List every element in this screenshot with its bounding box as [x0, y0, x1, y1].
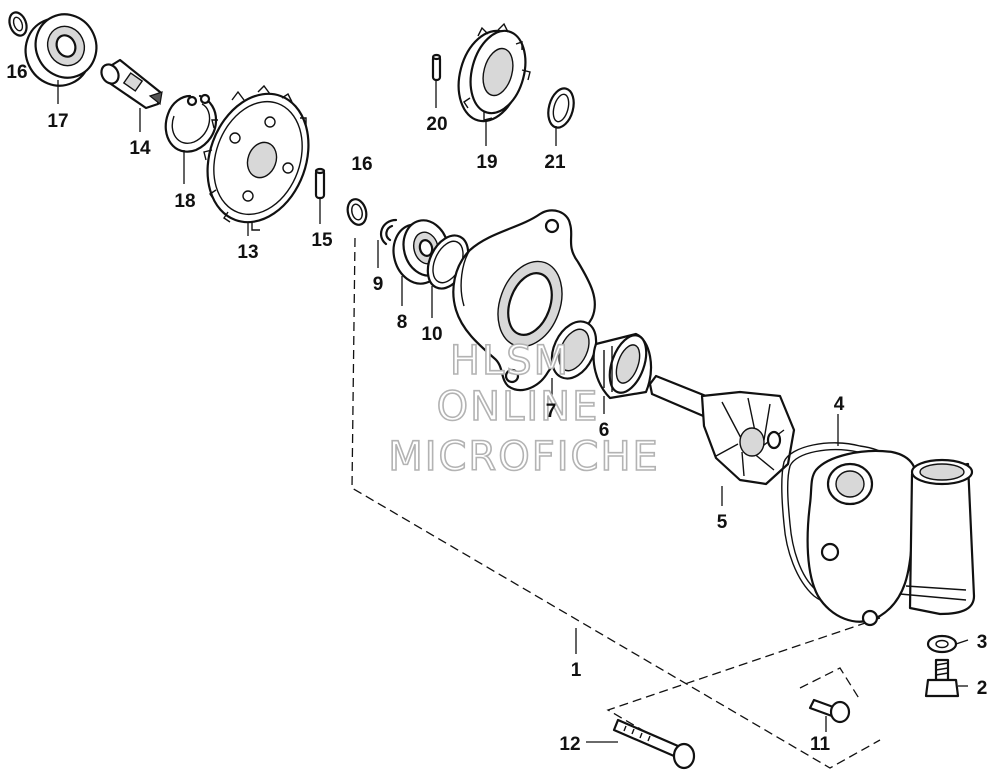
callout-7: 7 [546, 401, 557, 422]
callout-9: 9 [373, 274, 384, 295]
watermark-line-1: HLSM [450, 338, 570, 384]
callout-6: 6 [599, 420, 610, 441]
callout-20: 20 [426, 114, 447, 135]
bolt-12 [612, 718, 696, 770]
callout-19: 19 [476, 152, 497, 173]
callout-14: 14 [129, 138, 151, 159]
mechanical-seal-6 [592, 332, 653, 400]
pin-15 [314, 167, 326, 200]
callout-21: 21 [544, 152, 566, 173]
washer-3 [926, 634, 958, 654]
callout-2: 2 [977, 678, 988, 699]
callout-1: 1 [571, 660, 582, 681]
callout-10: 10 [421, 324, 442, 345]
drain-bolt-2 [924, 658, 960, 698]
ring-21 [547, 87, 575, 129]
shaft-14 [100, 58, 163, 110]
seal-7 [550, 320, 598, 380]
callout-16-top: 16 [6, 62, 27, 83]
watermark-line-2: ONLINE [437, 384, 600, 430]
bolt-11 [808, 698, 851, 724]
callout-17: 17 [47, 111, 68, 132]
pin-20 [431, 53, 442, 82]
watermark: HLSM ONLINE MICROFICHE [387, 337, 660, 481]
snap-ring-16-top [8, 11, 28, 37]
leader-lines [57, 80, 969, 743]
callout-11: 11 [810, 734, 831, 755]
callout-4: 4 [834, 394, 845, 415]
pump-housing [806, 449, 976, 627]
callout-labels: 16 17 14 18 13 15 16 9 8 10 20 19 21 7 6… [6, 62, 987, 755]
callout-5: 5 [717, 512, 728, 533]
bearing-17 [24, 13, 98, 87]
assembly-dashed-line [351, 237, 881, 769]
callout-15: 15 [311, 230, 333, 251]
snap-ring-16-middle [346, 198, 368, 226]
impeller-5 [648, 374, 796, 486]
callout-12: 12 [559, 734, 580, 755]
circlip-18 [164, 93, 218, 153]
e-clip-9 [379, 218, 398, 246]
gear-19 [457, 22, 531, 123]
callout-16-middle: 16 [351, 154, 372, 175]
callout-13: 13 [237, 242, 258, 263]
callout-18: 18 [174, 191, 195, 212]
callout-8: 8 [397, 312, 408, 333]
gear-13 [203, 84, 310, 231]
bolt-11-alignment-line [799, 667, 861, 701]
callout-3: 3 [977, 632, 988, 653]
watermark-line-3: MICROFICHE [388, 434, 660, 480]
